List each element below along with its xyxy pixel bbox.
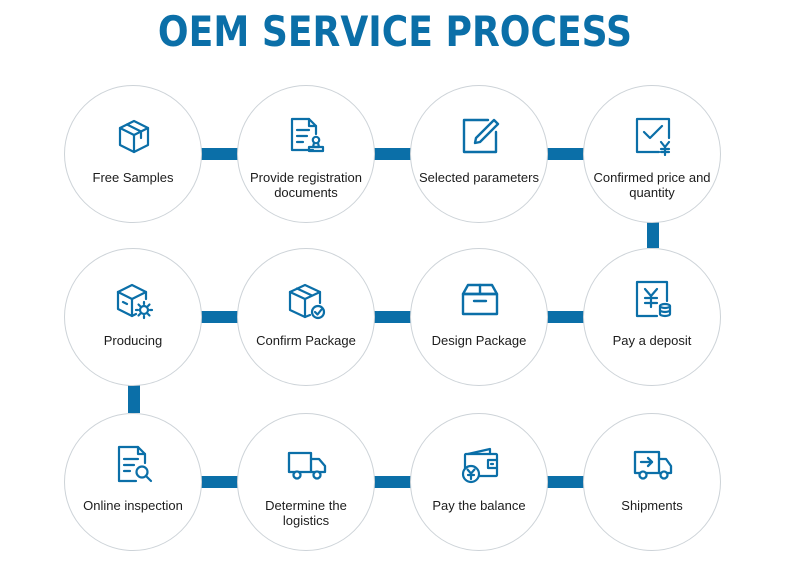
connector: [200, 311, 242, 323]
step-registration-documents: Provide registration documents: [237, 85, 375, 223]
connector: [200, 476, 242, 488]
box-gear-icon: [114, 281, 154, 321]
document-stamp-icon: [287, 116, 327, 156]
document-search-icon: [114, 444, 154, 484]
step-label: Confirmed price and quantity: [593, 170, 711, 200]
step-label: Producing: [103, 333, 163, 348]
step-selected-parameters: Selected parameters: [410, 85, 548, 223]
step-label: Online inspection: [83, 498, 183, 513]
connector: [374, 311, 416, 323]
connector: [374, 476, 416, 488]
step-producing: Producing: [64, 248, 202, 386]
package-confirm-icon: [287, 281, 327, 321]
wallet-icon: [460, 444, 500, 484]
deposit-icon: [633, 279, 673, 319]
step-design-package: Design Package: [410, 248, 548, 386]
step-label: Pay the balance: [432, 498, 526, 513]
box-icon: [114, 116, 154, 156]
delivery-truck-icon: [633, 444, 673, 484]
connector: [128, 383, 140, 413]
connector: [546, 476, 588, 488]
step-label: Pay a deposit: [612, 333, 692, 348]
step-label: Provide registration documents: [250, 170, 362, 200]
step-shipments: Shipments: [583, 413, 721, 551]
step-confirmed-price: Confirmed price and quantity: [583, 85, 721, 223]
step-label: Selected parameters: [419, 170, 539, 185]
connector: [200, 148, 242, 160]
edit-icon: [460, 116, 500, 156]
step-online-inspection: Online inspection: [64, 413, 202, 551]
step-label: Shipments: [621, 498, 683, 513]
step-free-samples: Free Samples: [64, 85, 202, 223]
price-check-icon: [633, 116, 673, 156]
truck-icon: [287, 444, 327, 484]
page-title: OEM SERVICE PROCESS: [157, 7, 633, 56]
connector: [374, 148, 416, 160]
package-design-icon: [460, 279, 500, 319]
step-label: Confirm Package: [256, 333, 356, 348]
step-pay-deposit: Pay a deposit: [583, 248, 721, 386]
step-label: Design Package: [431, 333, 527, 348]
connector: [546, 311, 588, 323]
step-determine-logistics: Determine the logistics: [237, 413, 375, 551]
step-label: Determine the logistics: [265, 498, 347, 528]
step-confirm-package: Confirm Package: [237, 248, 375, 386]
connector: [546, 148, 588, 160]
step-pay-balance: Pay the balance: [410, 413, 548, 551]
step-label: Free Samples: [92, 170, 174, 185]
connector: [647, 218, 659, 248]
